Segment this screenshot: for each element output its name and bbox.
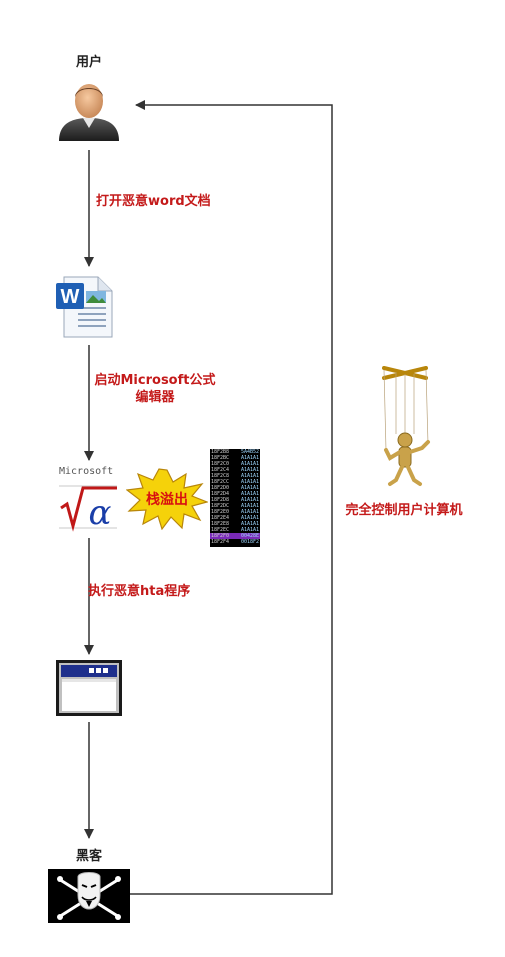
svg-text:W: W	[61, 286, 80, 308]
memory-dump-value: A1A1A1	[240, 503, 259, 509]
memory-dump-row: 18F2B8 5A4B52	[210, 449, 260, 455]
hta-window-icon	[56, 660, 122, 716]
edge-label-launch-editor-line1: 启动Microsoft公式	[94, 373, 216, 388]
memory-dump-row: 18F2E0 A1A1A1	[210, 509, 260, 515]
memory-dump-value: A1A1A1	[240, 491, 259, 497]
user-avatar-icon	[57, 80, 121, 142]
memory-dump-row: 18F2EC A1A1A1	[210, 527, 260, 533]
word-document-icon: W	[56, 275, 114, 339]
memory-dump-value: A1A1A1	[240, 515, 259, 521]
memory-dump-row: 18F2D8 A1A1A1	[210, 497, 260, 503]
feedback-loop-hacker-to-user	[130, 100, 333, 895]
memory-dump-row: 18F2CC A1A1A1	[210, 479, 260, 485]
memory-dump-address: 18F2B8	[211, 449, 230, 455]
memory-dump-row: 18F2D0 A1A1A1	[210, 485, 260, 491]
stack-overflow-text: 栈溢出	[146, 492, 188, 508]
edge-label-exec-hta: 执行恶意hta程序	[88, 584, 191, 599]
memory-dump-address: 18F2E8	[211, 521, 230, 527]
memory-dump-address: 18F2CC	[211, 479, 230, 485]
memory-dump-value: A1A1A1	[240, 485, 259, 491]
memory-dump-address: 18F2D0	[211, 485, 230, 491]
edge-label-open-doc: 打开恶意word文档	[96, 194, 211, 209]
memory-dump-value: A1A1A1	[240, 509, 259, 515]
memory-dump-row: 18F2F4 0018F2	[210, 539, 260, 545]
svg-text:α: α	[89, 493, 112, 532]
memory-dump-value: A1A1A1	[240, 479, 259, 485]
equation-editor-icon: Microsoft α	[59, 466, 119, 532]
memory-dump-row: 18F2C0 A1A1A1	[210, 461, 260, 467]
memory-dump-value: A1A1A1	[240, 455, 259, 461]
hacker-mask-icon	[48, 869, 130, 923]
memory-dump-value: A1A1A1	[240, 497, 259, 503]
memory-dump-address: 18F2BC	[211, 455, 230, 461]
memory-dump-address: 18F2D4	[211, 491, 230, 497]
memory-dump-row: 18F2C4 A1A1A1	[210, 467, 260, 473]
edge-label-full-control: 完全控制用户计算机	[345, 503, 463, 518]
memory-dump-address: 18F2F0	[211, 533, 230, 539]
stack-overflow-burst: 栈溢出	[126, 468, 208, 530]
memory-dump-row: 18F2D4 A1A1A1	[210, 491, 260, 497]
memory-dump-address: 18F2EC	[211, 527, 230, 533]
memory-dump-value: 00428E	[240, 533, 259, 539]
memory-dump-address: 18F2F4	[211, 539, 230, 545]
memory-dump-value: 5A4B52	[240, 449, 259, 455]
explosion-burst-icon	[126, 468, 208, 530]
sqrt-alpha-symbol: α	[59, 480, 117, 532]
equation-editor-logo-text: Microsoft	[59, 466, 114, 477]
memory-dump-address: 18F2E4	[211, 515, 230, 521]
memory-dump-value: 0018F2	[240, 539, 259, 545]
memory-dump-address: 18F2C8	[211, 473, 230, 479]
user-node-label: 用户	[75, 55, 102, 70]
memory-dump-address: 18F2C0	[211, 461, 230, 467]
edge-label-launch-editor: 启动Microsoft公式 编辑器	[70, 372, 240, 406]
memory-dump-row: 18F2C8 A1A1A1	[210, 473, 260, 479]
memory-dump-value: A1A1A1	[240, 521, 259, 527]
memory-dump-address: 18F2C4	[211, 467, 230, 473]
memory-dump-row: 18F2F0 00428E	[210, 533, 260, 539]
memory-dump-value: A1A1A1	[240, 461, 259, 467]
memory-dump-value: A1A1A1	[240, 527, 259, 533]
memory-dump-row: 18F2BC A1A1A1	[210, 455, 260, 461]
memory-dump-address: 18F2DC	[211, 503, 230, 509]
memory-dump-address: 18F2E0	[211, 509, 230, 515]
puppet-marionette-icon	[374, 362, 436, 492]
memory-dump-row: 18F2E4 A1A1A1	[210, 515, 260, 521]
edge-label-launch-editor-line2: 编辑器	[135, 390, 175, 405]
hacker-node-label: 黑客	[75, 849, 102, 864]
memory-dump-value: A1A1A1	[240, 467, 259, 473]
memory-dump-row: 18F2E8 A1A1A1	[210, 521, 260, 527]
memory-dump-value: A1A1A1	[240, 473, 259, 479]
memory-dump-address: 18F2D8	[211, 497, 230, 503]
memory-dump-row: 18F2DC A1A1A1	[210, 503, 260, 509]
